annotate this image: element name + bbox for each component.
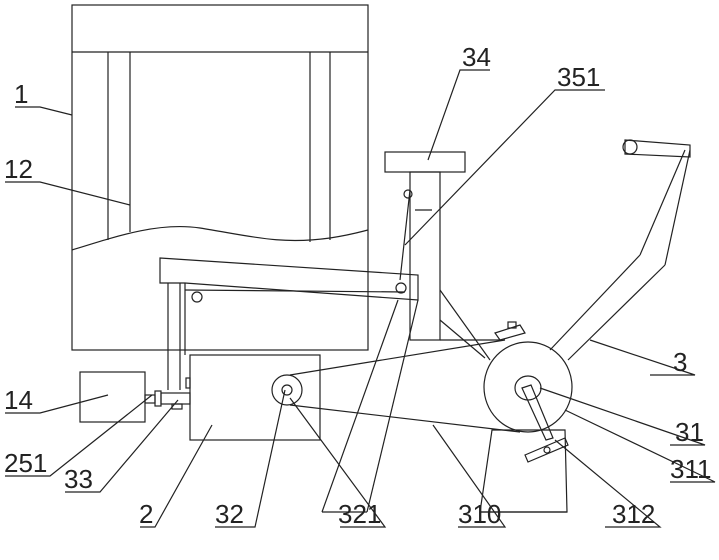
- seat-post-34: [384, 151, 466, 341]
- label-2: 2: [139, 499, 153, 529]
- label-311: 311: [670, 454, 711, 484]
- seat-bar: [159, 257, 419, 390]
- label-12: 12: [4, 154, 33, 184]
- label-312: 312: [612, 499, 655, 529]
- flywheel: [479, 341, 573, 513]
- cabinet-part-1: [71, 4, 369, 351]
- label-321: 321: [338, 499, 381, 529]
- leader-lines: [5, 69, 716, 528]
- seat-legs: [321, 299, 419, 513]
- label-14: 14: [4, 385, 33, 415]
- box-14: [79, 371, 146, 423]
- pulley-32: [271, 374, 303, 406]
- label-33: 33: [64, 464, 93, 494]
- label-31: 31: [675, 417, 704, 447]
- label-3: 3: [673, 347, 687, 377]
- belt-top: [289, 339, 506, 376]
- label-310: 310: [458, 499, 501, 529]
- label-34: 34: [462, 42, 491, 72]
- belt-310: [289, 404, 521, 433]
- label-251: 251: [4, 448, 47, 478]
- label-1: 1: [14, 79, 28, 109]
- label-32: 32: [215, 499, 244, 529]
- label-351: 351: [557, 62, 600, 92]
- connector-251-33: [144, 377, 191, 410]
- frame-3: [439, 139, 691, 361]
